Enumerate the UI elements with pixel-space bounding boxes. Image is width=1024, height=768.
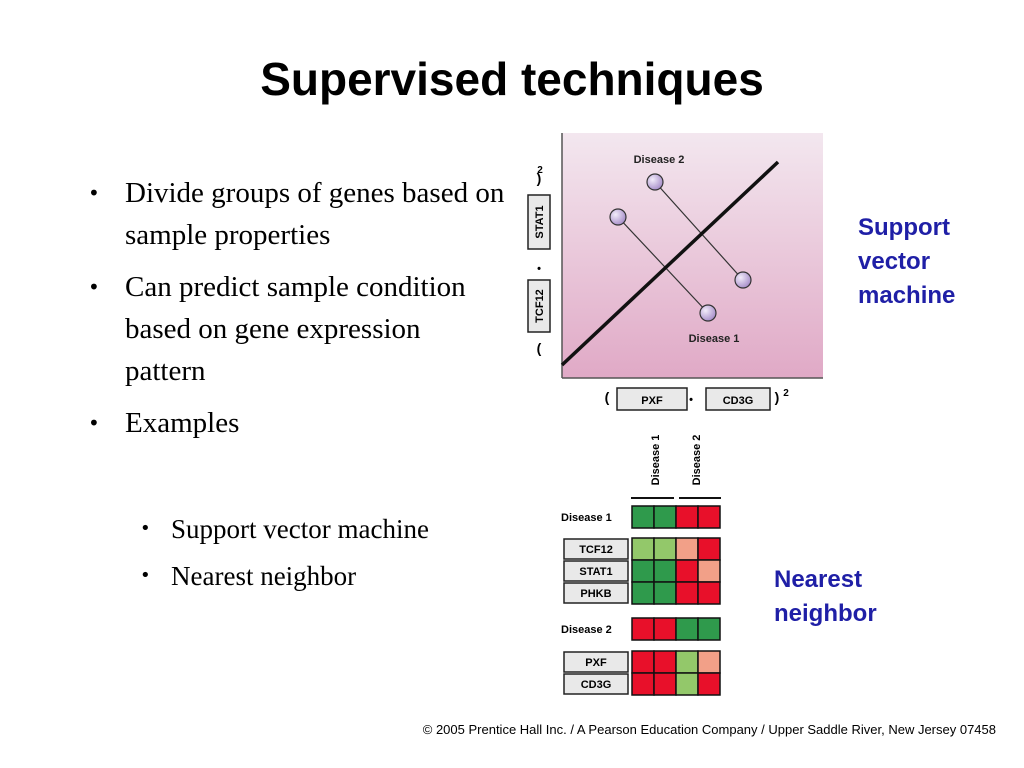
nn-heatmap-cell xyxy=(653,617,677,641)
data-point xyxy=(699,304,717,322)
bullet-item: • Examples xyxy=(85,402,505,444)
nn-heatmap-cell xyxy=(653,505,677,529)
nn-class-label: Disease 1 xyxy=(561,512,612,524)
nn-heatmap-cell xyxy=(631,617,655,641)
nn-heatmap-cell xyxy=(631,559,655,583)
y-axis-gene-label: STAT1 xyxy=(534,205,546,238)
data-point xyxy=(646,173,664,191)
connector-line xyxy=(617,216,709,314)
nn-gene-box xyxy=(563,582,629,604)
sub-bullet-item: • Support vector machine xyxy=(138,510,438,548)
svm-caption: Support vector machine xyxy=(858,214,956,309)
nn-gene-box xyxy=(563,673,629,695)
nn-gene-box xyxy=(563,651,629,673)
bullet-text: Can predict sample condition based on ge… xyxy=(125,271,466,387)
nn-heatmap-cell xyxy=(675,505,699,529)
nn-heatmap-cell xyxy=(631,650,655,674)
nn-heatmap-cell xyxy=(697,505,721,529)
nn-heatmap-cell xyxy=(653,672,677,696)
x-axis-dot: • xyxy=(689,394,693,406)
nn-column-header: Disease 2 xyxy=(691,435,703,486)
y-axis-gene-box xyxy=(527,279,551,333)
nn-gene-label: PHKB xyxy=(580,588,611,600)
disease-1-label: Disease 1 xyxy=(689,333,740,345)
nn-heatmap-cell xyxy=(697,559,721,583)
bullet-item: • Divide groups of genes based on sample… xyxy=(85,172,505,256)
nn-heatmap-cell xyxy=(697,537,721,561)
nn-class-label: Disease 2 xyxy=(561,624,612,636)
x-axis-gene-label: PXF xyxy=(641,395,663,407)
scatter-plot-area xyxy=(562,133,823,378)
x-axis-gene-box xyxy=(616,387,688,411)
nn-heatmap-cell xyxy=(675,650,699,674)
svm-diagram: ( TCF12 • STAT1 ) 2 Disease 2 Disease 1 … xyxy=(527,133,823,411)
nn-heatmap-cell xyxy=(653,559,677,583)
data-point xyxy=(609,208,627,226)
copyright-footer: © 2005 Prentice Hall Inc. / A Pearson Ed… xyxy=(422,722,996,737)
sub-bullet-item: • Nearest neighbor xyxy=(138,557,438,595)
x-axis-gene-label: CD3G xyxy=(723,395,754,407)
sub-bullet-text: Nearest neighbor xyxy=(171,561,357,591)
y-axis-gene-box xyxy=(527,194,551,250)
nn-heatmap-cell xyxy=(631,505,655,529)
nn-gene-label: TCF12 xyxy=(579,544,613,556)
y-axis-exponent: 2 xyxy=(537,165,543,176)
bullet-icon: • xyxy=(140,518,151,539)
x-axis-gene-box xyxy=(705,387,771,411)
nn-gene-label: CD3G xyxy=(581,679,612,691)
nn-heatmap-cell xyxy=(631,537,655,561)
bullet-icon: • xyxy=(88,411,100,435)
x-axis-open-paren: ( xyxy=(605,389,610,405)
nn-heatmap-cell xyxy=(697,581,721,605)
nn-heatmap-cell xyxy=(675,559,699,583)
bullet-text: Divide groups of genes based on sample p… xyxy=(125,177,505,251)
nn-heatmap-cell xyxy=(697,650,721,674)
nn-heatmap-cell xyxy=(653,650,677,674)
nearest-neighbor-diagram: Disease 1 Disease 2 Disease 1 TCF12STAT1P… xyxy=(561,435,721,696)
nn-gene-box xyxy=(563,560,629,582)
nn-heatmap-cell xyxy=(697,672,721,696)
bullet-item: • Can predict sample condition based on … xyxy=(85,266,505,392)
bullet-list: • Divide groups of genes based on sample… xyxy=(85,172,505,454)
nn-caption: Nearest neighbor xyxy=(774,566,877,627)
nn-gene-label: PXF xyxy=(585,657,607,669)
sub-bullet-list: • Support vector machine • Nearest neigh… xyxy=(138,510,438,604)
x-axis-close-paren: ) xyxy=(775,389,780,405)
nn-gene-box xyxy=(563,538,629,560)
data-point xyxy=(734,271,752,289)
connector-line xyxy=(654,181,744,281)
nn-heatmap-cell xyxy=(653,581,677,605)
disease-2-label: Disease 2 xyxy=(634,154,685,166)
nn-gene-label: STAT1 xyxy=(579,566,612,578)
separating-hyperplane xyxy=(560,160,780,367)
bullet-icon: • xyxy=(88,275,100,299)
sub-bullet-text: Support vector machine xyxy=(171,514,429,544)
nn-heatmap-cell xyxy=(697,617,721,641)
y-axis-open-paren: ( xyxy=(537,340,542,356)
nn-heatmap-cell xyxy=(675,617,699,641)
nn-heatmap-cell xyxy=(631,672,655,696)
nn-heatmap-cell xyxy=(631,581,655,605)
bullet-icon: • xyxy=(140,565,151,586)
x-axis-exponent: 2 xyxy=(783,388,789,399)
nn-heatmap-cell xyxy=(653,537,677,561)
bullet-icon: • xyxy=(88,181,100,205)
slide-title: Supervised techniques xyxy=(260,53,764,105)
y-axis-dot: • xyxy=(537,263,541,275)
y-axis-gene-label: TCF12 xyxy=(534,289,546,323)
y-axis-close-paren: ) xyxy=(537,170,542,186)
nn-heatmap-cell xyxy=(675,581,699,605)
nn-heatmap-cell xyxy=(675,672,699,696)
bullet-text: Examples xyxy=(125,407,240,439)
nn-column-header: Disease 1 xyxy=(650,435,662,486)
nn-heatmap-cell xyxy=(675,537,699,561)
